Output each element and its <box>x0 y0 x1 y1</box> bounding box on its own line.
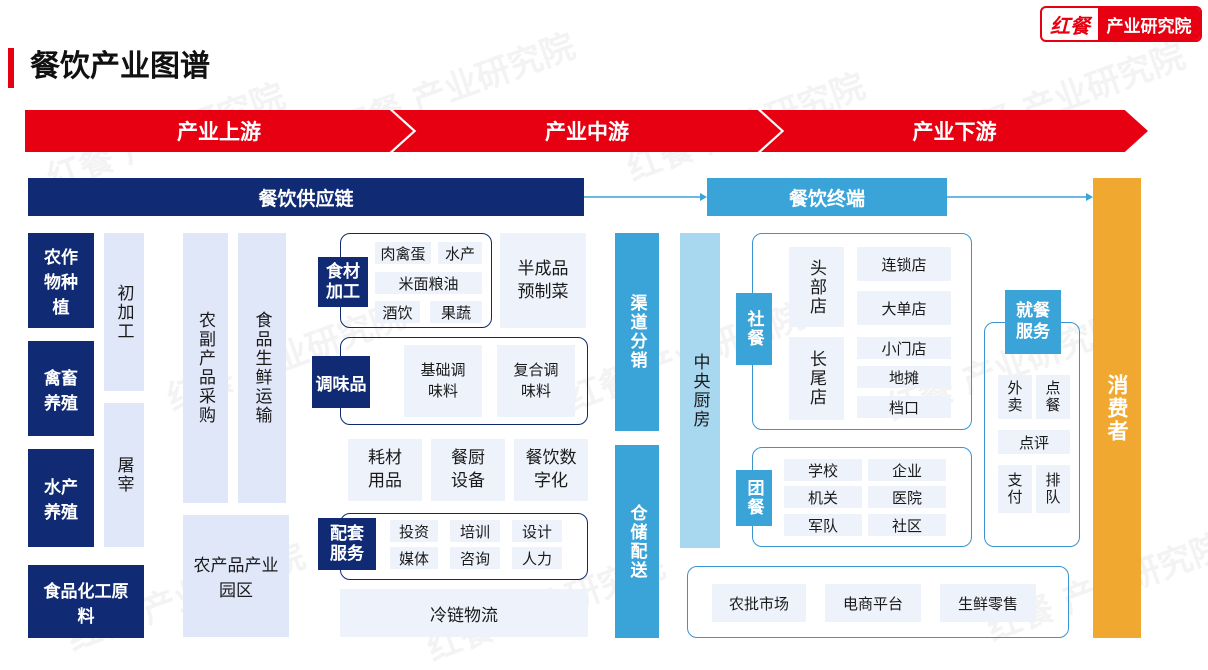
support-item: 媒体 <box>390 547 438 569</box>
ingredient-item: 米面粮油 <box>375 272 482 294</box>
group-item: 机关 <box>784 486 862 508</box>
group-dining-label: 团餐 <box>736 470 772 526</box>
dining-item-ordering: 点餐 <box>1036 375 1070 419</box>
consumer-label: 消费者 <box>1105 373 1129 443</box>
ingredient-item: 酒饮 <box>375 301 420 323</box>
group-item: 医院 <box>868 486 946 508</box>
channel-distribution: 渠道分销 <box>615 233 659 431</box>
stage-upstream: 产业上游 <box>25 110 413 152</box>
dining-service-label: 就餐服务 <box>1005 290 1061 354</box>
agri-procurement: 农副产品采购 <box>183 233 228 503</box>
condiment-basic: 基础调味料 <box>404 345 482 417</box>
support-item: 人力 <box>512 547 562 569</box>
semi-finished-dishes: 半成品预制菜 <box>500 233 586 328</box>
group-item: 军队 <box>784 514 862 536</box>
group-item: 企业 <box>868 459 946 481</box>
ingredients-label: 食材加工 <box>318 257 368 307</box>
dining-item-queue: 排队 <box>1036 465 1070 513</box>
ingredient-item: 水产 <box>438 242 482 264</box>
agri-industrial-park: 农产品产业园区 <box>183 515 289 637</box>
upstream-livestock: 禽畜养殖 <box>28 341 94 436</box>
support-item: 设计 <box>512 520 562 542</box>
large-single-stores: 大单店 <box>857 291 951 325</box>
ecommerce-platform: 电商平台 <box>825 584 921 622</box>
central-kitchen: 中央厨房 <box>680 233 720 548</box>
consumer-column: 消费者 <box>1093 178 1141 638</box>
head-stores: 头部店 <box>789 247 844 327</box>
condiments-label: 调味品 <box>312 356 370 408</box>
group-item: 社区 <box>868 514 946 536</box>
supply-chain-header: 餐饮供应链 <box>28 178 584 216</box>
upstream-food-chemical: 食品化工原料 <box>28 565 144 638</box>
primary-processing: 初加工 <box>104 233 144 391</box>
support-item: 投资 <box>390 520 438 542</box>
fresh-retail: 生鲜零售 <box>940 584 1036 622</box>
warehouse-delivery: 仓储配送 <box>615 445 659 638</box>
catering-digitalization: 餐饮数字化 <box>514 439 588 501</box>
cold-chain-logistics: 冷链物流 <box>340 589 588 637</box>
stage-downstream: 产业下游 <box>761 110 1148 152</box>
ingredient-item: 肉禽蛋 <box>375 242 431 264</box>
brand-institute: 产业研究院 <box>1098 8 1200 40</box>
wholesale-market: 农批市场 <box>712 584 806 622</box>
street-stalls: 地摊 <box>857 366 951 388</box>
long-tail-stores: 长尾店 <box>789 337 844 420</box>
brand-logo: 红餐 产业研究院 <box>1040 6 1202 42</box>
consumables: 耗材用品 <box>348 439 422 501</box>
food-booths: 档口 <box>857 396 951 418</box>
flow-arrows <box>584 193 1093 201</box>
dining-item-payment: 支付 <box>998 465 1032 513</box>
terminal-header: 餐饮终端 <box>707 178 947 216</box>
chain-stores: 连锁店 <box>857 247 951 281</box>
condiment-compound: 复合调味料 <box>497 345 575 417</box>
stage-midstream: 产业中游 <box>393 110 781 152</box>
kitchen-equipment: 餐厨设备 <box>431 439 505 501</box>
brand-logo-mark: 红餐 <box>1050 13 1090 38</box>
upstream-aquaculture: 水产养殖 <box>28 449 94 547</box>
upstream-crop-farming: 农作物种植 <box>28 233 94 328</box>
title-accent-bar <box>8 48 14 88</box>
support-item: 咨询 <box>450 547 500 569</box>
fresh-transport: 食品生鲜运输 <box>238 233 286 503</box>
small-stores: 小门店 <box>857 337 951 359</box>
dining-item-takeout: 外卖 <box>998 375 1032 419</box>
support-item: 培训 <box>450 520 500 542</box>
group-item: 学校 <box>784 459 862 481</box>
support-services-label: 配套服务 <box>318 518 376 570</box>
social-dining-label: 社餐 <box>736 293 772 365</box>
page-title: 餐饮产业图谱 <box>30 49 210 84</box>
slaughtering: 屠宰 <box>104 403 144 547</box>
retail-group <box>687 566 1069 638</box>
dining-item-review: 点评 <box>998 430 1070 454</box>
ingredient-item: 果蔬 <box>430 301 482 323</box>
